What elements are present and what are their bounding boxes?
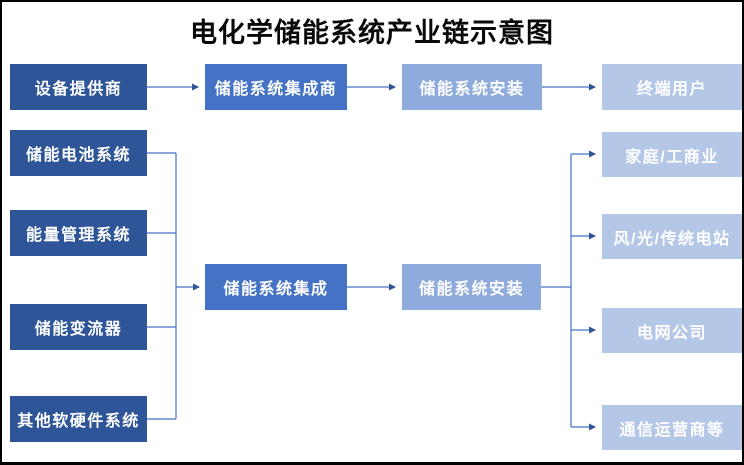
- node-wind-solar-traditional-plant: 风/光/传统电站: [602, 214, 742, 259]
- node-system-integration: 储能系统集成: [205, 264, 347, 310]
- node-system-integrator: 储能系统集成商: [205, 64, 347, 110]
- right-distributor-lines: [541, 150, 596, 431]
- node-grid-company: 电网公司: [602, 308, 742, 353]
- node-end-user: 终端用户: [602, 64, 742, 110]
- node-energy-management-system: 能量管理系统: [10, 210, 147, 256]
- node-equipment-provider: 设备提供商: [10, 64, 147, 110]
- left-collector-lines: [147, 152, 200, 420]
- node-battery-system: 储能电池系统: [10, 130, 147, 176]
- node-telecom-operators: 通信运营商等: [602, 405, 742, 450]
- node-system-installation-mid: 储能系统安装: [402, 264, 541, 310]
- node-other-hw-sw-systems: 其他软硬件系统: [10, 396, 147, 442]
- node-power-converter: 储能变流器: [10, 304, 147, 350]
- node-household-commercial: 家庭/工商业: [602, 132, 742, 177]
- page-title: 电化学储能系统产业链示意图: [190, 18, 554, 48]
- node-system-installation-top: 储能系统安装: [402, 64, 542, 110]
